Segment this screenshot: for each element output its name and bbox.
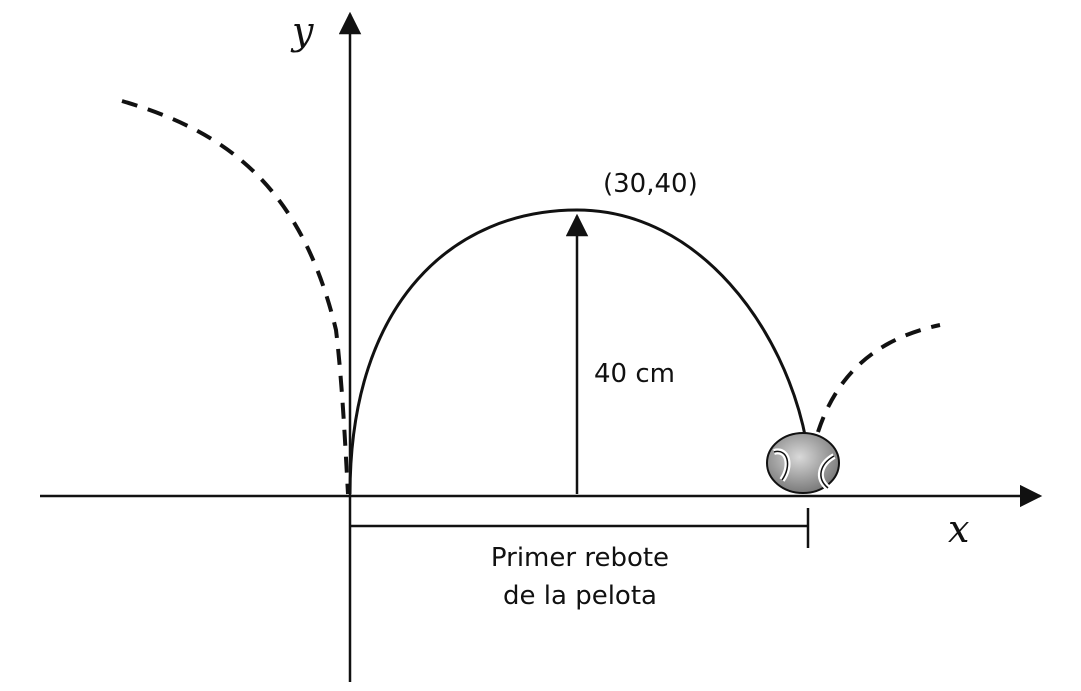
bounce-caption-line-1: Primer rebote [491, 543, 669, 573]
x-axis-label: x [948, 507, 969, 551]
bounce-parabola [348, 208, 808, 495]
outgoing-trajectory-dashed [816, 323, 941, 433]
vertex-label: (30,40) [603, 169, 698, 199]
bounce-caption-line-2: de la pelota [503, 581, 657, 611]
ball-icon [766, 432, 840, 494]
incoming-trajectory-dashed [121, 99, 350, 495]
height-label: 40 cm [594, 359, 675, 389]
y-axis-label: y [290, 9, 314, 53]
